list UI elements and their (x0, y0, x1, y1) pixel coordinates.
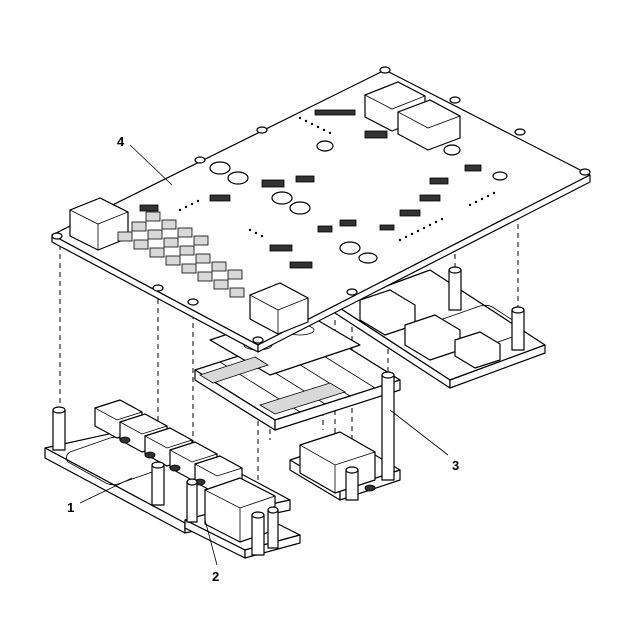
pcb-transformers (69, 81, 461, 335)
leader-lines (79, 144, 449, 566)
pcb-relay-bank (117, 211, 245, 298)
callout-3: 3 (452, 458, 459, 473)
relay-row (93, 399, 244, 495)
part-3-right-module (289, 371, 401, 501)
pcb-capacitors (209, 140, 508, 264)
callout-4: 4 (117, 134, 125, 149)
right-back-base-plate (334, 266, 546, 389)
callout-2: 2 (212, 569, 219, 584)
callout-1: 1 (67, 500, 74, 515)
pcb-ics (139, 109, 482, 269)
middle-heatsink-assembly (194, 309, 401, 431)
part-2-module-plate (184, 477, 301, 559)
pcb-dot-rows (178, 116, 496, 242)
pcb-screws (51, 66, 591, 344)
part-4-main-pcb (51, 66, 591, 353)
